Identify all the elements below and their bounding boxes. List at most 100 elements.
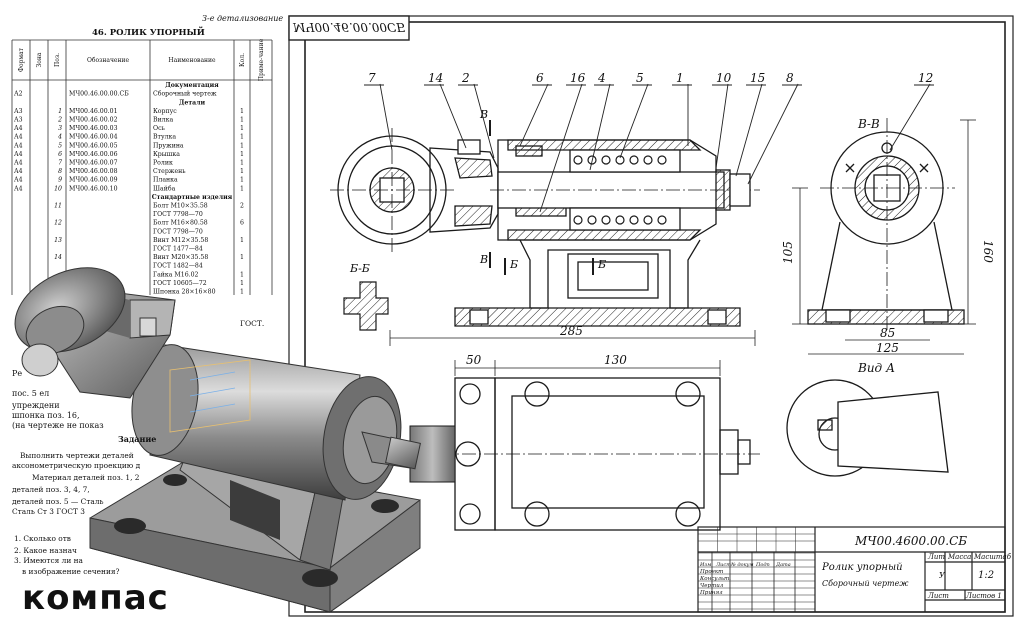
task-line: деталей поз. 3, 4, 7, — [12, 485, 90, 494]
dimensions — [389, 119, 976, 376]
spec-name: Шпонка 28×16×80 — [153, 289, 216, 296]
position-label-10: 10 — [716, 71, 732, 85]
position-label-1: 1 — [676, 71, 684, 85]
position-label-5: 5 — [636, 71, 644, 85]
tb-sheet: Лист — [927, 592, 949, 600]
doc-code-mirrored-text: МЧ00.46.00.00СБ — [292, 20, 405, 34]
spec-code: МЧ00.46.00.01 — [69, 108, 118, 115]
spec-qty: 1 — [240, 134, 244, 141]
title-block-code: МЧ00.4600.00.СБ — [854, 534, 967, 548]
task-line: Выполнить чертежи деталей — [20, 451, 134, 460]
spec-col-header: Формат — [18, 47, 25, 72]
spec-name: ГОСТ 10605—72 — [153, 280, 207, 287]
position-label-7: 7 — [368, 71, 376, 85]
position-label-16: 16 — [570, 71, 586, 85]
spec-qty: 1 — [240, 185, 244, 192]
spec-code: МЧ00.46.00.10 — [69, 185, 118, 192]
tb-header-cell: Изм — [699, 562, 711, 568]
question-line: 1. Сколько отв — [14, 534, 71, 543]
spring-coil-top — [573, 155, 583, 165]
spec-code: МЧ00.46.00.08 — [69, 168, 118, 175]
spec-header-right: З-е детализование — [202, 14, 283, 23]
screw-14 — [457, 139, 481, 155]
spec-col-header: Кол. — [239, 53, 246, 67]
spec-col-header: Обозначение — [87, 57, 130, 64]
spec-pos: 14 — [54, 254, 62, 261]
3d-model-render — [14, 267, 421, 613]
task-line: аксонометрическую проекцию д — [12, 461, 141, 470]
spec-pos: 6 — [58, 151, 62, 158]
question-line: 2. Какое назнач — [14, 546, 77, 555]
spec-qty: 1 — [240, 289, 244, 296]
nut-end — [729, 173, 751, 207]
doc-code-mirrored: МЧ00.46.00.00СБ — [292, 20, 405, 34]
spec-name: ГОСТ 7798—70 — [153, 211, 203, 218]
top-cylinder — [511, 395, 705, 509]
spec-qty: 1 — [240, 117, 244, 124]
specification-sheet: З-е детализование 46. РОЛИК УПОРНЫЙ Форм… — [11, 14, 283, 430]
spec-pos: 7 — [58, 160, 62, 167]
spec-name: Пружина — [153, 142, 184, 149]
spec-format: А3 — [14, 108, 23, 115]
tb-person-role: Проект — [699, 569, 723, 575]
spec-cut-text: ГОСТ. — [240, 319, 264, 328]
spec-pos: 5 — [58, 142, 62, 149]
spring-coil-bottom — [587, 215, 597, 225]
base-stand — [519, 239, 701, 309]
spec-format: А4 — [14, 134, 23, 141]
dim-50: 50 — [466, 353, 482, 367]
front-section-view — [330, 120, 760, 327]
spec-format: А4 — [14, 185, 23, 192]
tb-scale-value: 1:2 — [978, 570, 994, 581]
spec-qty: 1 — [240, 237, 244, 244]
spec-format: А4 — [14, 125, 23, 132]
cut-mark-b-right: Б — [597, 258, 606, 271]
spring-coil-top — [615, 155, 625, 165]
spec-pos: 3 — [58, 125, 62, 132]
leader-line — [889, 83, 931, 151]
spec-pos: 4 — [57, 134, 62, 141]
spec-code: МЧ00.46.00.06 — [69, 151, 118, 158]
spring-coil-bottom — [629, 215, 639, 225]
spring-coil-bottom — [657, 215, 667, 225]
spec-note-line: пос. 5 ел — [12, 389, 49, 398]
spec-name: Болт М16×80.58 — [153, 220, 208, 227]
spec-format: А4 — [14, 168, 23, 175]
position-label-8: 8 — [786, 71, 794, 85]
spec-col-header: Наименование — [168, 57, 216, 64]
spec-code: МЧ00.46.00.02 — [69, 117, 118, 124]
tb-lit-header: Лит — [927, 553, 945, 561]
leader-line — [747, 83, 799, 185]
tb-person-role: Консульт. — [699, 576, 731, 582]
spec-name: Ролик — [153, 160, 173, 167]
tb-header-cell: Лист — [715, 562, 731, 568]
sheet-outer-frame — [288, 15, 1014, 617]
spec-format: А4 — [14, 151, 23, 158]
spec-name: Ось — [153, 125, 166, 132]
side-section-view — [807, 118, 965, 330]
dim-125: 125 — [876, 341, 899, 355]
spring-coils — [573, 155, 667, 225]
sheet-inner-frame — [304, 21, 1006, 613]
spec-qty: 1 — [240, 125, 244, 132]
spec-qty: 1 — [240, 160, 244, 167]
leader-line — [473, 83, 495, 159]
spec-pos: 2 — [57, 117, 62, 124]
spec-name: Вилка — [153, 117, 173, 124]
spec-name: Шайба — [153, 185, 176, 192]
dim-160: 160 — [981, 240, 995, 263]
spring-coil-top — [629, 155, 639, 165]
spec-name: Документация — [165, 82, 219, 89]
position-label-2: 2 — [461, 71, 470, 85]
spec-qty: 1 — [240, 177, 244, 184]
tb-person-role: Принял — [699, 590, 723, 596]
spec-code: МЧ00.46.00.04 — [69, 134, 118, 141]
spec-code: МЧ00.46.00.03 — [69, 125, 118, 132]
spec-format: А4 — [14, 177, 23, 184]
dim-285: 285 — [559, 324, 583, 338]
title-block-name: Ролик упорный — [821, 562, 903, 573]
